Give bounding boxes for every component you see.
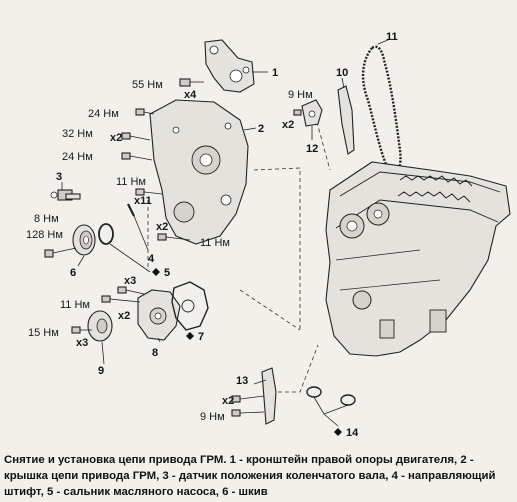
callout-3: 3: [56, 171, 62, 183]
tensioner-bolt: [293, 109, 302, 116]
torque-label: 128 Нм: [26, 229, 63, 241]
callout-5: 5: [164, 267, 170, 279]
callout-11: 11: [386, 31, 398, 43]
torque-label: 32 Нм: [62, 128, 93, 140]
callout-4: 4: [148, 253, 155, 265]
water-pump-gasket: [171, 281, 209, 331]
oil-pump-seal: [98, 223, 114, 245]
quantity-label: x4: [184, 89, 197, 101]
new-part-marker: [152, 268, 160, 276]
torque-label: 15 Нм: [28, 327, 59, 339]
assembly-line: [239, 289, 301, 331]
chain-guide: [261, 367, 277, 425]
pump-bolt: [101, 295, 141, 303]
cover-bolt: [121, 152, 153, 161]
timing-chain-cover: [149, 99, 249, 245]
callout-2: 2: [258, 123, 264, 135]
torque-label: 11 Нм: [200, 237, 230, 249]
torque-label: 8 Нм: [34, 213, 59, 225]
callout-8: 8: [152, 347, 158, 359]
exploded-diagram: 1 2 3 4 5 6 7 8 9 10 11 12 13 14 55 Нм 2…: [26, 31, 511, 439]
quantity-label: x3: [124, 275, 136, 287]
callout-14: 14: [346, 427, 359, 439]
guide-bolt: [231, 395, 265, 403]
figure-caption: Снятие и установка цепи привода ГРМ. 1 -…: [4, 454, 496, 498]
engine-block: [325, 161, 511, 357]
quantity-label: x2: [156, 221, 168, 233]
water-pump: [137, 289, 181, 341]
quantity-label: x11: [134, 195, 152, 207]
timing-chain: [361, 45, 402, 175]
diagram-canvas: 1 2 3 4 5 6 7 8 9 10 11 12 13 14 55 Нм 2…: [26, 31, 511, 439]
torque-label: 11 Нм: [116, 176, 146, 188]
torque-label: 24 Нм: [88, 108, 119, 120]
pulley-bolt: [44, 247, 77, 258]
engine-mount-bracket: [204, 39, 255, 93]
crankshaft-pulley: [72, 224, 96, 256]
torque-label: 24 Нм: [62, 151, 93, 163]
pulley-bolt: [71, 326, 92, 334]
assembly-line: [253, 167, 301, 330]
callout-6: 6: [70, 267, 76, 279]
quantity-label: x2: [110, 132, 122, 144]
torque-label: 11 Нм: [60, 299, 90, 311]
quantity-label: x2: [118, 310, 130, 322]
cover-bolt: [179, 78, 204, 87]
callout-9: 9: [98, 365, 104, 377]
torque-label: 9 Нм: [288, 89, 313, 101]
cover-bolt: [135, 188, 163, 196]
quantity-label: x2: [282, 119, 294, 131]
callout-1: 1: [272, 67, 278, 79]
water-pump-pulley: [87, 310, 113, 342]
chain-tensioner: [301, 99, 323, 127]
guide-bolt: [231, 409, 265, 417]
guide-pin: [127, 203, 135, 217]
new-part-marker: [186, 332, 194, 340]
new-part-marker: [334, 428, 342, 436]
cover-bolt: [135, 108, 155, 116]
torque-label: 9 Нм: [200, 411, 225, 423]
quantity-label: x3: [76, 337, 88, 349]
callout-10: 10: [336, 67, 348, 79]
callout-7: 7: [198, 331, 204, 343]
cover-bolt: [121, 132, 151, 141]
assembly-line: [278, 344, 319, 393]
callout-12: 12: [306, 143, 318, 155]
o-ring: [340, 394, 356, 406]
crankshaft-position-sensor: [50, 189, 81, 201]
torque-label: 55 Нм: [132, 79, 163, 91]
pump-bolt: [117, 286, 145, 295]
callout-13: 13: [236, 375, 248, 387]
cover-bolt: [157, 233, 191, 241]
quantity-label: x2: [222, 395, 234, 407]
o-ring: [306, 386, 322, 398]
chain-tensioner-slipper: [337, 85, 355, 155]
